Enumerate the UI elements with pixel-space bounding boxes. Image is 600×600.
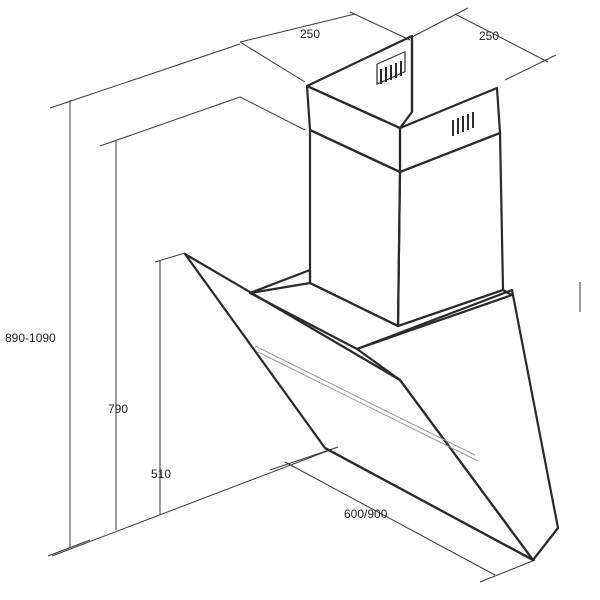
hood-bottom-right-edge	[532, 527, 559, 561]
ext-line-hood-width-left	[269, 446, 339, 471]
vent-grille-left	[376, 50, 406, 86]
lower-chimney-right-face	[396, 131, 505, 328]
ext-line-chimney-height-diag	[239, 96, 306, 131]
dim-line-chimney-width	[239, 13, 356, 43]
glass-reflection-line-1	[254, 345, 476, 456]
ext-line-chimney-depth-right	[504, 54, 557, 81]
hood-bottom-edge	[324, 447, 534, 561]
upper-chimney-back-face	[305, 34, 414, 130]
chimney	[305, 34, 505, 328]
glass-reflection-line-2	[257, 351, 479, 462]
hood-canopy	[183, 252, 560, 562]
dimension-lines	[47, 7, 581, 583]
ext-line-chimney-height-top	[99, 96, 241, 147]
hood-top-back-edge	[249, 281, 311, 295]
ext-line-chimney-depth-left	[409, 7, 469, 39]
label-total-height: 890-1090	[5, 331, 56, 345]
ext-line-hood-width-right	[479, 559, 536, 583]
upper-chimney-right-face	[398, 86, 502, 174]
lower-chimney-left-face	[308, 128, 402, 328]
label-chimney-width: 250	[300, 27, 320, 41]
vent-grille-right	[452, 112, 474, 136]
dim-line-hood-width	[284, 461, 496, 576]
dim-line-chimney-depth	[454, 13, 549, 63]
dimension-labels: 250 250 890-1090 790 510 600/900	[5, 27, 499, 521]
label-chimney-depth: 250	[479, 29, 499, 43]
ext-line-chimney-width-left	[239, 41, 306, 83]
base-line	[51, 449, 331, 557]
ext-line-total-height-bottom	[47, 539, 91, 557]
ext-line-total-height-top	[49, 43, 241, 109]
ext-line-canopy-height-top	[154, 252, 186, 263]
label-hood-width: 600/900	[344, 507, 388, 521]
label-canopy-height: 510	[151, 467, 171, 481]
ext-line-chimney-width-right	[349, 11, 411, 41]
label-chimney-height: 790	[108, 402, 128, 416]
hood-top-plate	[248, 268, 514, 351]
upper-chimney-left-face	[305, 84, 402, 174]
